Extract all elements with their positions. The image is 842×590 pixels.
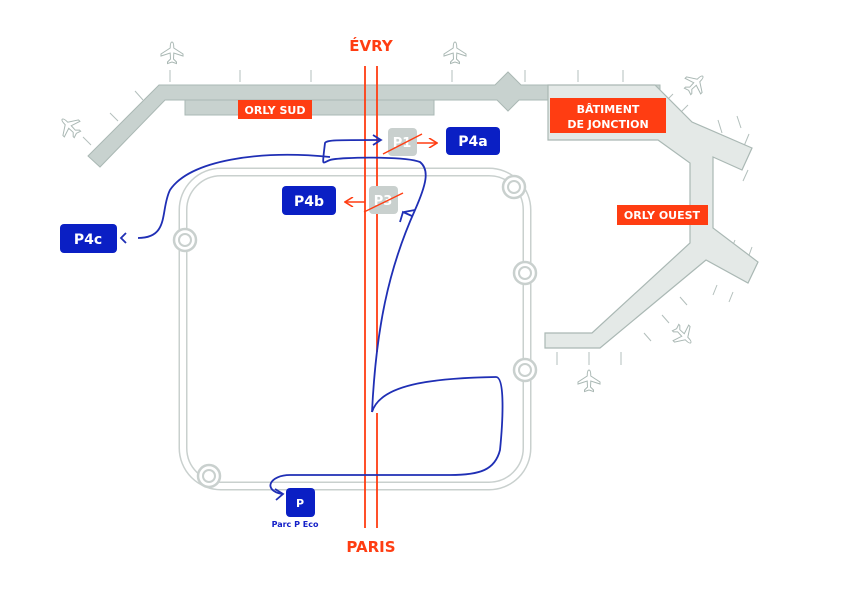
svg-text:P3: P3: [374, 194, 393, 209]
svg-text:P4c: P4c: [74, 232, 102, 248]
airplane-icon: [667, 319, 700, 352]
svg-text:ORLY SUD: ORLY SUD: [245, 104, 306, 117]
access-routes: [137, 139, 504, 495]
airplane-icon: [679, 67, 712, 100]
svg-text:P4b: P4b: [294, 194, 324, 210]
ring-road: [178, 167, 532, 491]
roundabout-icon: [512, 357, 538, 383]
roundabout-icon: [512, 260, 538, 286]
airplane-icon: [160, 41, 184, 64]
parking-p4c[interactable]: P4c: [60, 224, 117, 253]
svg-text:ORLY OUEST: ORLY OUEST: [624, 209, 701, 222]
roundabout-icon: [501, 174, 527, 200]
svg-text:DE JONCTION: DE JONCTION: [567, 118, 648, 131]
airplane-icon: [443, 41, 467, 64]
closed-parking-p1: P1: [382, 128, 437, 156]
svg-text:P: P: [296, 497, 304, 510]
svg-text:BÂTIMENT: BÂTIMENT: [577, 103, 640, 116]
arrow-icon: [119, 134, 413, 501]
parc-p-eco-caption: Parc P Eco: [272, 520, 319, 529]
direction-label-evry: ÉVRY: [349, 36, 394, 55]
airplane-icon: [53, 110, 86, 143]
orly-ouest-building: [544, 84, 759, 349]
terminal-label-orly-ouest: ORLY OUEST: [617, 205, 708, 225]
roundabout-icon: [196, 463, 222, 489]
orly-sud-building: [87, 71, 661, 168]
direction-label-paris: PARIS: [346, 538, 395, 556]
terminal-label-batiment-jonction: BÂTIMENT DE JONCTION: [550, 98, 666, 133]
parking-p4a[interactable]: P4a: [446, 127, 500, 155]
roundabouts: [172, 174, 538, 489]
closed-parking-p3: P3: [345, 186, 404, 214]
highway-a106: [364, 66, 378, 528]
svg-text:P4a: P4a: [458, 134, 487, 150]
airplane-icon: [577, 369, 601, 392]
roundabout-icon: [172, 227, 198, 253]
terminal-label-orly-sud: ORLY SUD: [238, 100, 312, 119]
parking-p-eco[interactable]: P Parc P Eco: [272, 488, 319, 529]
parking-p4b[interactable]: P4b: [282, 186, 336, 215]
